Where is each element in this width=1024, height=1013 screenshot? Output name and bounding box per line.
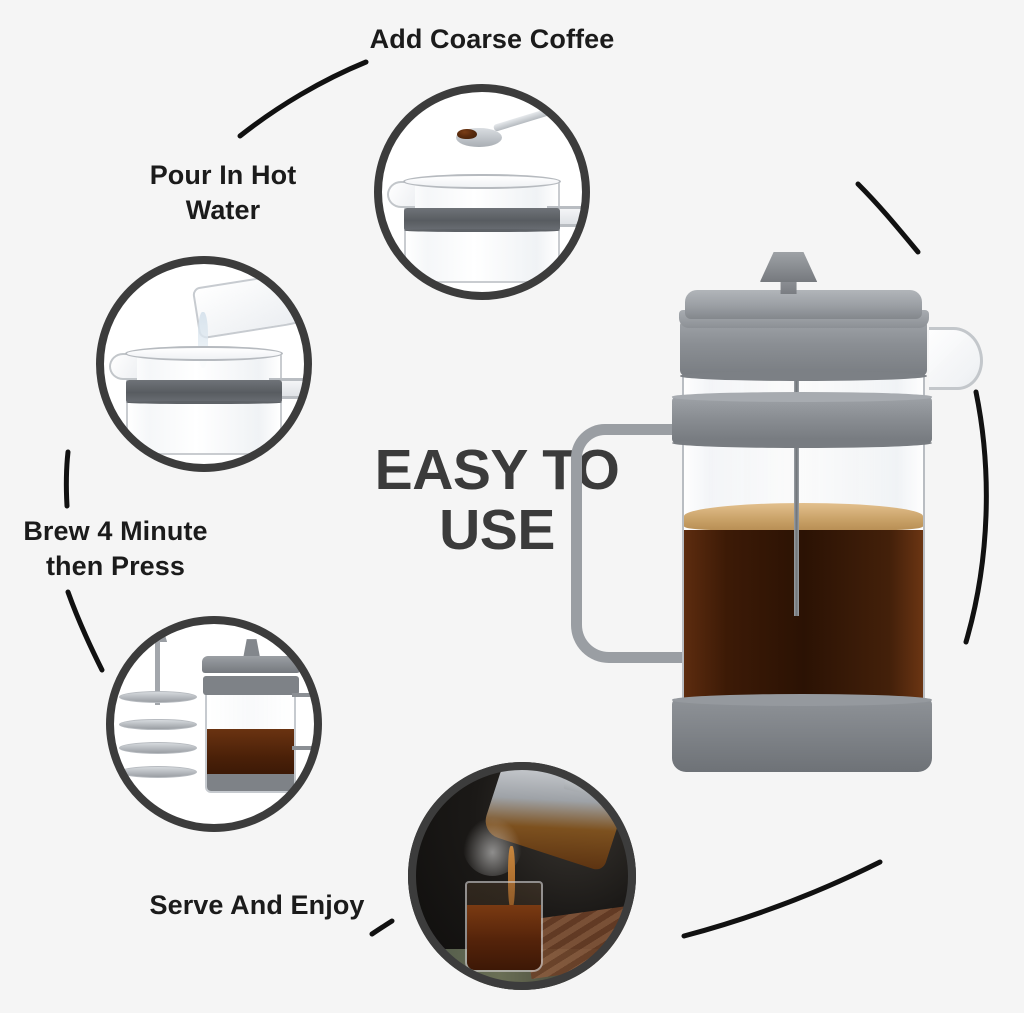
scene-add-coarse-coffee: [374, 84, 590, 300]
carafe-spout: [109, 353, 138, 381]
carafe-filter-band: [404, 208, 560, 233]
press-collar-band: [202, 676, 299, 695]
carafe-rim: [124, 345, 284, 362]
product-glass-carafe: [682, 314, 926, 731]
spoon-handle: [492, 106, 554, 132]
filter-disc-top: [118, 690, 197, 703]
press-lid: [201, 656, 300, 674]
coffee-grounds: [456, 128, 478, 140]
french-press-small: [201, 639, 322, 794]
product-collar: [680, 321, 928, 381]
coffee-stream: [508, 846, 516, 908]
press-base: [207, 774, 295, 792]
press-handle: [292, 693, 322, 751]
arc-top-left: [237, 59, 369, 139]
glass-carafe-small: [109, 345, 312, 455]
drinking-glass: [465, 880, 543, 972]
arc-left-lower: [65, 589, 105, 673]
step-image-add-coarse-coffee: [374, 84, 590, 300]
arc-left-upper: [63, 449, 71, 509]
headline-easy-to-use: EASY TO USE: [374, 438, 620, 563]
step-label-add-coarse-coffee: Add Coarse Coffee: [369, 24, 615, 54]
scene-brew-then-press: [106, 616, 322, 832]
filter-knob: [148, 631, 168, 643]
press-brewed-coffee: [207, 728, 295, 777]
spoon-bowl: [456, 128, 502, 148]
scene-pour-in-hot-water: [96, 256, 312, 472]
arc-right-side: [963, 389, 989, 645]
filter-disc-plate: [118, 742, 197, 755]
product-french-press-main: [570, 252, 983, 772]
press-glass-body: [205, 684, 297, 794]
step-label-pour-in-hot-water: Pour In Hot Water: [149, 160, 297, 225]
product-brewed-coffee: [684, 529, 924, 704]
coffee-spoon-icon: [456, 106, 555, 151]
step-image-brew-then-press: [106, 616, 322, 832]
product-base: [671, 694, 933, 772]
water-stream: [197, 312, 209, 369]
press-knob: [243, 639, 260, 657]
carafe-rim: [402, 173, 562, 190]
product-spout: [928, 327, 983, 390]
arc-bottom-left-dash: [369, 918, 395, 937]
glass-kettle: [192, 268, 312, 339]
filter-rod: [155, 639, 161, 705]
glass-carafe-small: [387, 173, 590, 283]
product-knob-neck: [780, 280, 797, 294]
step-label-brew-then-press: Brew 4 Minute then Press: [23, 516, 208, 581]
product-handle: [570, 423, 686, 663]
product-plunger-rod: [793, 366, 800, 616]
press-knob: [563, 766, 596, 795]
step-image-serve-and-enjoy: [408, 762, 636, 990]
product-knob: [759, 252, 818, 283]
carafe-filter-band: [126, 380, 282, 405]
glass-coffee-fill: [467, 905, 541, 970]
product-filter-band: [671, 392, 933, 448]
filter-disc-spring: [118, 766, 197, 779]
product-crema-foam: [684, 503, 924, 530]
product-lid: [685, 290, 923, 319]
scene-serve-and-enjoy: [408, 762, 636, 990]
carafe-spout: [387, 181, 416, 209]
filter-disc-mesh: [118, 718, 197, 731]
filter-screen-stack: [118, 631, 197, 780]
step-label-serve-and-enjoy: Serve And Enjoy: [149, 890, 365, 920]
step-image-pour-in-hot-water: [96, 256, 312, 472]
arc-top-right: [855, 181, 921, 255]
arc-bottom-right: [681, 859, 883, 939]
